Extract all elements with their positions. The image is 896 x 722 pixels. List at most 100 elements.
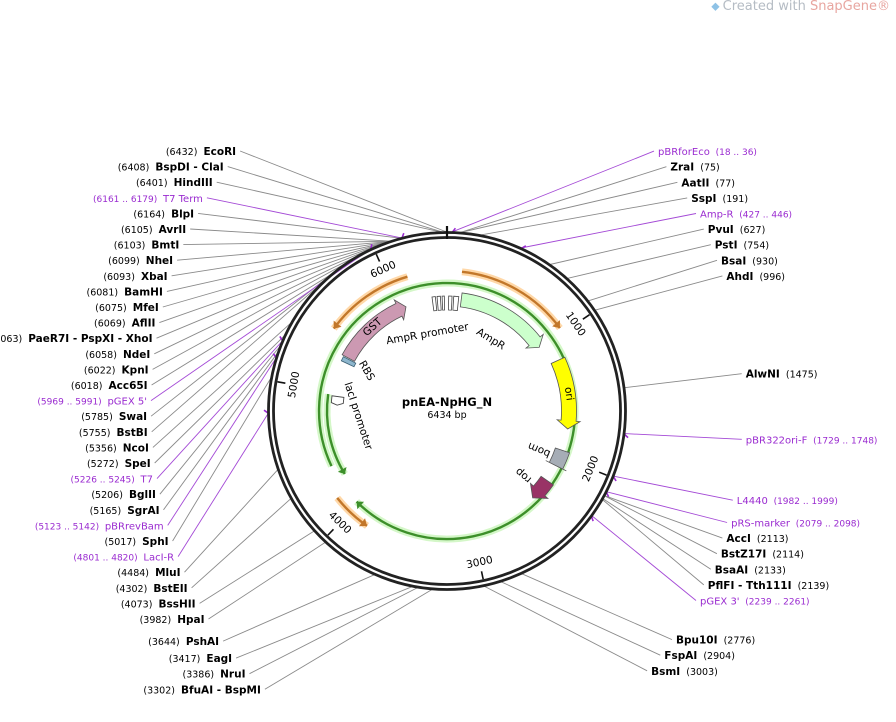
site-ahdi[interactable]: AhdI (996): [726, 271, 785, 283]
site-leader: [460, 181, 678, 233]
site-alwni[interactable]: AlwNI (1475): [746, 369, 818, 381]
site-psti[interactable]: PstI (754): [715, 240, 769, 252]
site-zrai[interactable]: ZraI (75): [670, 162, 719, 174]
primer-leader: [451, 150, 655, 233]
site-name: SgrAI: [127, 505, 159, 517]
site-bsshii[interactable]: (4073) BssHII: [121, 598, 196, 610]
site-acc65i[interactable]: (6018) Acc65I: [71, 380, 148, 392]
tick-mark: [582, 314, 590, 320]
site-name: HindIII: [174, 177, 213, 189]
site-pflfi-tth111i[interactable]: PflFI - Tth111I (2139): [708, 580, 829, 592]
site-position: (77): [715, 178, 735, 189]
site-position: (2776): [724, 636, 756, 647]
site-aatii[interactable]: AatII (77): [681, 177, 735, 189]
site-name: AatII: [681, 177, 709, 189]
site-position: (1475): [786, 370, 818, 381]
site-nrui[interactable]: (3386) NruI: [183, 669, 246, 681]
site-bsaai[interactable]: BsaAI (2133): [715, 564, 786, 576]
primer-t7[interactable]: (5226 .. 5245) T7: [71, 475, 154, 486]
site-pshai[interactable]: (3644) PshAI: [148, 636, 219, 648]
site-bmti[interactable]: (6103) BmtI: [114, 240, 180, 252]
feature-rbs[interactable]: RBS: [340, 356, 377, 383]
site-leader: [183, 240, 391, 246]
site-bsmi[interactable]: BsmI (3003): [651, 666, 718, 678]
site-bpu10i[interactable]: Bpu10I (2776): [676, 635, 755, 647]
feature-laci-promoter[interactable]: lacI promoter: [330, 381, 375, 452]
site-bstz17i[interactable]: BstZ17I (2114): [721, 549, 804, 561]
site-position: (5356): [85, 443, 117, 454]
site-bamhi[interactable]: (6081) BamHI: [87, 286, 163, 298]
site-position: (3386): [183, 670, 215, 681]
site-eagi[interactable]: (3417) EagI: [169, 653, 232, 665]
feature-shape: [529, 475, 554, 499]
site-labels: (6432) EcoRI (6408) BspDI - ClaI (6401) Hi…: [0, 146, 877, 696]
primer-range: (1729 .. 1748): [813, 436, 877, 446]
site-swai[interactable]: (5785) SwaI: [81, 411, 147, 423]
site-bstbi[interactable]: (5755) BstBI: [79, 427, 148, 439]
site-paer7i-pspxi-xhoi[interactable]: (6063) PaeR7I - PspXI - XhoI: [0, 333, 153, 345]
feature-ori[interactable]: ori: [550, 356, 582, 430]
site-leader: [235, 586, 413, 659]
site-xbai[interactable]: (6093) XbaI: [103, 271, 167, 283]
site-fspai[interactable]: FspAI (2904): [664, 650, 735, 662]
site-bglii[interactable]: (5206) BglII: [91, 489, 156, 501]
feature-label: ori: [562, 386, 576, 401]
primer-pbrrevbam[interactable]: (5123 .. 5142) pBRrevBam: [35, 521, 164, 532]
site-ndei[interactable]: (6058) NdeI: [85, 349, 150, 361]
primer-l4440[interactable]: L4440 (1982 .. 1999): [737, 496, 838, 507]
site-hpai[interactable]: (3982) HpaI: [140, 614, 205, 626]
primer-prs-marker[interactable]: pRS-marker (2079 .. 2098): [731, 519, 860, 530]
primer-leader: [520, 213, 697, 249]
primer-amp-r[interactable]: Amp-R (427 .. 446): [700, 210, 792, 221]
site-nhei[interactable]: (6099) NheI: [108, 255, 173, 267]
site-blpi[interactable]: (6164) BlpI: [133, 208, 194, 220]
site-ncoi[interactable]: (5356) NcoI: [85, 442, 149, 454]
backbone: [267, 226, 627, 591]
site-kpni[interactable]: (6022) KpnI: [84, 364, 149, 376]
feature-rop[interactable]: rop: [513, 465, 554, 499]
feature-bom[interactable]: bom: [526, 440, 571, 472]
site-leader: [264, 589, 433, 690]
site-spei[interactable]: (5272) SpeI: [87, 458, 151, 470]
tick-mark: [327, 528, 335, 536]
plasmid-name: pnEA-NpHG_N: [402, 395, 492, 410]
rbs-box: [340, 356, 357, 368]
feature-label: lacI promoter: [341, 381, 374, 452]
primer-pbrforeco[interactable]: pBRforEco (18 .. 36): [658, 147, 757, 158]
site-name: BfuAI - BspMI: [181, 684, 261, 696]
site-leader: [483, 585, 648, 672]
site-sgrai[interactable]: (5165) SgrAI: [90, 505, 160, 517]
site-bfuai-bspmi[interactable]: (3302) BfuAI - BspMI: [143, 684, 261, 696]
site-bsai[interactable]: BsaI (930): [721, 255, 778, 267]
site-sphi[interactable]: (5017) SphI: [104, 536, 168, 548]
site-bspdi-clai[interactable]: (6408) BspDI - ClaI: [118, 162, 224, 174]
site-sspi[interactable]: SspI (191): [691, 193, 748, 205]
site-pvui[interactable]: PvuI (627): [708, 224, 766, 236]
site-mlui[interactable]: (4484) MluI: [117, 567, 180, 579]
site-mfei[interactable]: (6075) MfeI: [95, 302, 159, 314]
primer-name: pGEX 5': [107, 397, 147, 408]
site-acci[interactable]: AccI (2113): [726, 533, 788, 545]
site-ecori[interactable]: (6432) EcoRI: [166, 146, 236, 158]
site-name: BstZ17I: [721, 549, 766, 561]
primer-laci-r[interactable]: (4801 .. 4820) LacI-R: [73, 553, 174, 564]
primer-pgex-5[interactable]: (5969 .. 5991) pGEX 5': [37, 397, 147, 408]
promoter-segment: [431, 296, 438, 312]
primer-pbr322ori-f[interactable]: pBR322ori-F (1729 .. 1748): [746, 435, 878, 446]
site-avrii[interactable]: (6105) AvrII: [121, 224, 186, 236]
primer-leader: [206, 197, 402, 239]
site-position: (6432): [166, 147, 198, 158]
site-hindiii[interactable]: (6401) HindIII: [136, 177, 213, 189]
primer-range: (5123 .. 5142): [35, 522, 99, 532]
primer-t7-term[interactable]: (6161 .. 6179) T7 Term: [93, 194, 203, 205]
site-name: SpeI: [125, 458, 151, 470]
site-position: (6058): [85, 350, 117, 361]
primer-range: (2079 .. 2098): [796, 520, 860, 530]
site-name: BstEII: [153, 583, 187, 595]
primer-pgex-3[interactable]: pGEX 3' (2239 .. 2261): [700, 597, 810, 608]
site-bsteii[interactable]: (4302) BstEII: [116, 583, 188, 595]
site-name: PshAI: [186, 636, 219, 648]
site-aflii[interactable]: (6069) AflII: [94, 318, 155, 330]
site-name: ZraI: [670, 162, 694, 174]
